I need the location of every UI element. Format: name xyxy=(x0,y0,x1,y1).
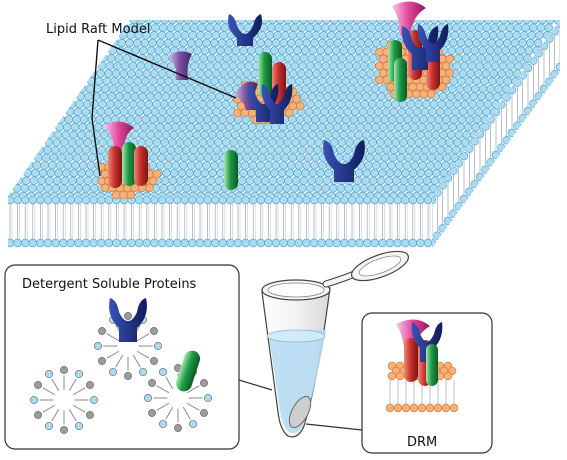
label-leader-lines xyxy=(91,39,237,177)
lipid-raft-model-label: Lipid Raft Model xyxy=(46,22,150,37)
transmembrane-protein-icon xyxy=(168,51,192,80)
membrane-proteins xyxy=(104,1,449,190)
y-shaped-receptor-icon xyxy=(323,140,365,182)
y-shaped-receptor-icon xyxy=(228,14,262,46)
transmembrane-protein-icon xyxy=(175,350,201,392)
transmembrane-protein-icon xyxy=(234,52,293,124)
membrane-top-surface xyxy=(8,20,560,196)
transmembrane-protein-icon xyxy=(396,319,443,386)
membrane-front-edge xyxy=(8,196,432,248)
transmembrane-protein-icon xyxy=(388,1,449,102)
drm-label: DRM xyxy=(407,435,437,450)
microcentrifuge-tube-icon xyxy=(261,250,410,438)
transmembrane-protein-icon xyxy=(224,150,238,190)
connector-lines xyxy=(238,379,363,431)
y-shaped-receptor-icon xyxy=(109,298,147,342)
detergent-micelles xyxy=(30,312,212,434)
transmembrane-protein-icon xyxy=(104,121,148,188)
detergent-soluble-proteins-label: Detergent Soluble Proteins xyxy=(22,277,197,292)
